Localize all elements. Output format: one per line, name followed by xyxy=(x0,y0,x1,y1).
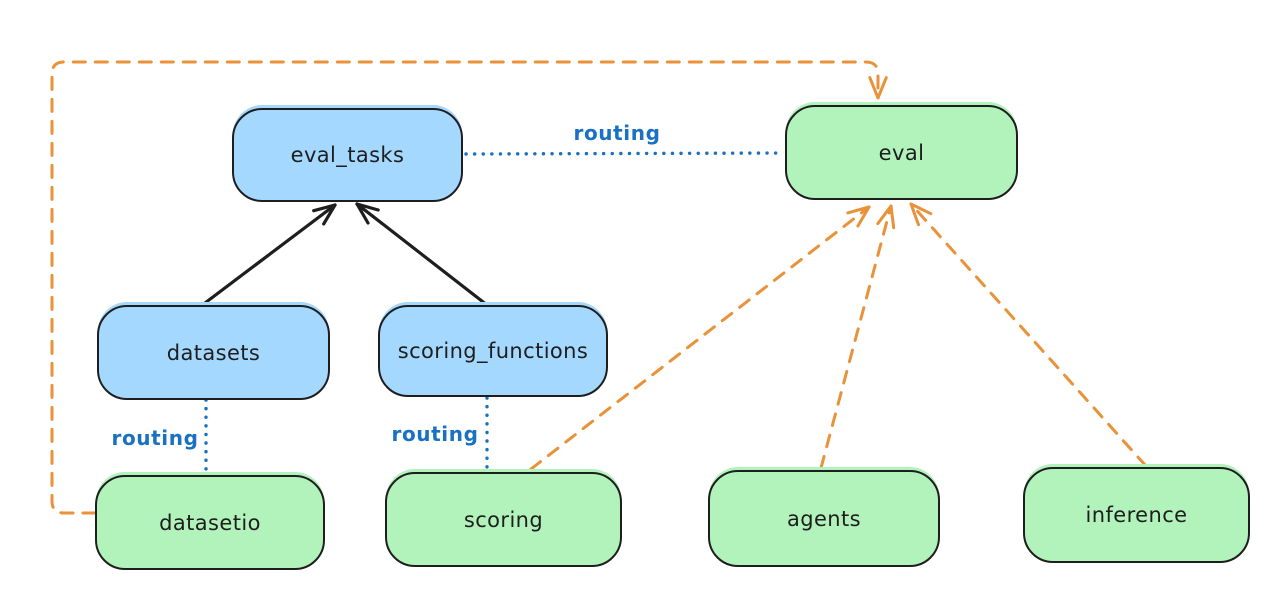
node-datasetio: datasetio xyxy=(95,475,325,570)
node-datasets: datasets xyxy=(97,305,330,400)
node-eval-tasks: eval_tasks xyxy=(232,108,463,202)
arrowhead-agents-to-eval xyxy=(876,204,896,230)
routing-label-datasets-to-datasetio: routing xyxy=(111,426,199,450)
arrowhead-datasets-to-eval-tasks xyxy=(312,203,337,226)
arrowhead-scoring-functions-to-eval-tasks xyxy=(355,202,380,225)
edge-scoring-functions-to-eval-tasks xyxy=(355,202,489,307)
node-eval: eval xyxy=(785,105,1018,200)
node-datasets-label: datasets xyxy=(166,340,261,365)
node-scoring-functions: scoring_functions xyxy=(378,305,608,397)
edge-inference-to-eval xyxy=(909,202,1148,468)
arrowhead-scoring-to-eval xyxy=(846,205,871,228)
node-scoring-functions-label: scoring_functions xyxy=(397,339,589,363)
node-scoring: scoring xyxy=(385,472,622,567)
node-datasetio-label: datasetio xyxy=(159,510,261,535)
arrowhead-datasetio-to-eval xyxy=(868,76,888,100)
node-agents: agents xyxy=(708,470,940,567)
node-eval-label: eval xyxy=(878,140,925,165)
node-inference: inference xyxy=(1023,467,1250,563)
edge-routing-eval-tasks-to-eval xyxy=(464,151,785,156)
routing-label-scoring-functions-to-scoring: routing xyxy=(391,422,479,446)
node-scoring-label: scoring xyxy=(463,507,544,532)
node-eval-tasks-label: eval_tasks xyxy=(290,143,405,167)
node-inference-label: inference xyxy=(1085,503,1188,527)
routing-label-eval-tasks-to-eval: routing xyxy=(573,121,661,145)
node-agents-label: agents xyxy=(786,506,861,531)
edge-agents-to-eval xyxy=(819,204,896,470)
arrowhead-inference-to-eval xyxy=(909,202,933,227)
edge-datasets-to-eval-tasks xyxy=(203,203,337,305)
